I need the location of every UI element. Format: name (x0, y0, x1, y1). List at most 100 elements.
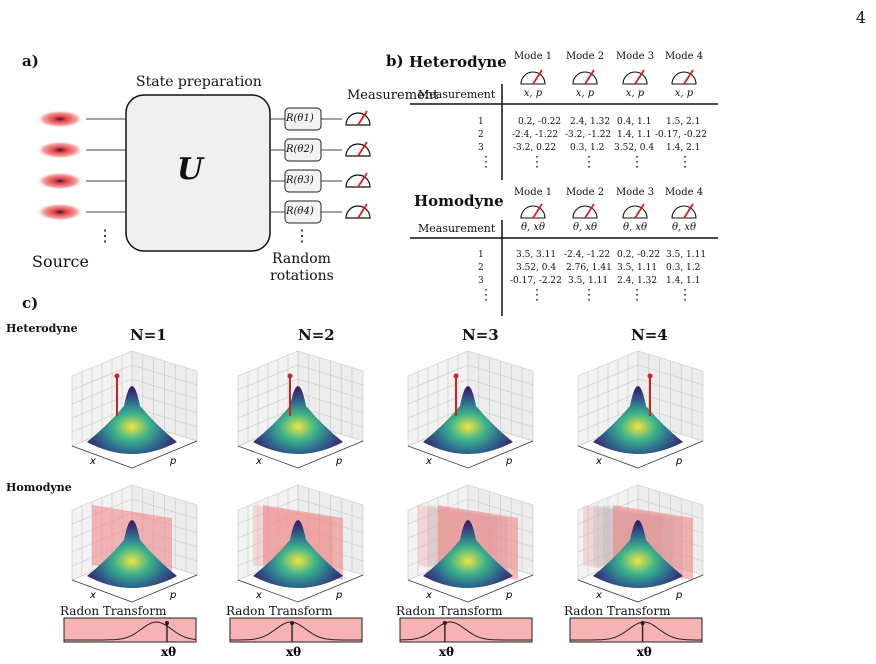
wigner-surface (253, 386, 343, 454)
hom-cell: 3.5, 1.11 (568, 276, 609, 286)
hom-cell: 3.5, 1.11 (617, 263, 658, 273)
het-cell: 0.3, 1.2 (570, 143, 605, 153)
heterodyne-title: Heterodyne (409, 53, 507, 71)
axis-p-label: p (675, 456, 682, 467)
hom-dots: ⋮ (530, 287, 544, 303)
het-meter-icon-4 (671, 71, 697, 85)
hom-cell: 3.52, 0.4 (516, 263, 557, 273)
hom-quad-2: θ, xθ (572, 222, 598, 233)
hom-meter-icon-2 (572, 205, 598, 219)
panel-b-label: b) (386, 52, 404, 70)
het-dots: ⋮ (582, 154, 596, 170)
page-number: 4 (855, 8, 866, 27)
n-label-1: N=1 (130, 326, 167, 344)
het-mode-3: Mode 3 (615, 51, 655, 62)
radon-axis-label: xθ (161, 645, 176, 659)
het-cell: -0.17, -0.22 (655, 130, 707, 140)
wigner-surface (423, 520, 513, 588)
measurement-label-a: Measurement (347, 88, 439, 103)
row-label-homodyne: Homodyne (6, 481, 72, 494)
n-label-2: N=2 (298, 326, 335, 344)
meter-icon-2 (345, 143, 371, 157)
hom-dots: ⋮ (678, 287, 692, 303)
hom-mode-2: Mode 2 (565, 187, 605, 198)
radon-transform-strip-2: xθ (229, 617, 363, 659)
het-row-3-index: 3 (478, 143, 484, 153)
wigner-surface (593, 386, 683, 454)
axis-x-label: x (425, 456, 432, 467)
het-dots: ⋮ (630, 154, 644, 170)
source-pulse-3 (36, 172, 84, 190)
hom-table-lines (410, 220, 718, 316)
source-dots: ⋮ (97, 226, 113, 245)
het-dots: ⋮ (678, 154, 692, 170)
axis-x-label: x (89, 590, 96, 601)
hom-cell: -2.4, -1.22 (564, 250, 611, 260)
axis-p-label: p (505, 456, 512, 467)
radon-transform-strip-4: xθ (569, 617, 703, 659)
source-label: Source (32, 252, 89, 271)
hom-quad-3: θ, xθ (622, 222, 648, 233)
hom-row-3-index: 3 (478, 276, 484, 286)
hom-cell: 0.3, 1.2 (666, 263, 701, 273)
radon-axis-label: xθ (439, 645, 454, 659)
axis-p-label: p (169, 456, 176, 467)
rotation-label-3: R(θ3) (286, 175, 314, 186)
het-cell: -2.4, -1.22 (512, 130, 559, 140)
source-pulse-4 (36, 203, 84, 221)
axis-x-label: x (255, 590, 262, 601)
radon-title-3: Radon Transform (396, 604, 503, 618)
axis-x-label: x (255, 456, 262, 467)
circuit-diagram (36, 94, 371, 252)
radon-axis-label: xθ (637, 645, 652, 659)
wigner-surface (423, 386, 513, 454)
hom-quad-1: θ, xθ (520, 222, 546, 233)
n-label-4: N=4 (631, 326, 668, 344)
axis-x-label: x (595, 456, 602, 467)
wigner-surface (253, 520, 343, 588)
unitary-symbol: U (177, 152, 204, 187)
rotation-box-3 (284, 169, 322, 193)
radon-curve (400, 621, 532, 641)
het-meter-icon-1 (520, 71, 546, 85)
meter-icon-3 (345, 174, 371, 188)
radon-title-4: Radon Transform (564, 604, 671, 618)
axis-x-label: x (89, 456, 96, 467)
hom-meter-icon-3 (622, 205, 648, 219)
meter-icon-1 (345, 112, 371, 126)
het-cell: 3.52, 0.4 (614, 143, 655, 153)
het-mode-2: Mode 2 (565, 51, 605, 62)
source-pulse-2 (36, 141, 84, 159)
row-label-heterodyne: Heterodyne (6, 322, 78, 335)
radon-title-2: Radon Transform (226, 604, 333, 618)
random-rotations-label-2: rotations (270, 268, 334, 284)
n-label-3: N=3 (462, 326, 499, 344)
het-row-2-index: 2 (478, 130, 484, 140)
rotation-label-2: R(θ2) (286, 144, 314, 155)
radon-axis-label: xθ (286, 645, 301, 659)
het-mode-4: Mode 4 (664, 51, 704, 62)
wigner-surface (593, 520, 683, 588)
rotation-dots: ⋮ (294, 226, 310, 245)
hom-dots: ⋮ (582, 287, 596, 303)
het-cell: -3.2, -1.22 (565, 130, 612, 140)
source-pulse-1 (36, 110, 84, 128)
axis-x-label: x (595, 590, 602, 601)
axis-p-label: p (335, 590, 342, 601)
hom-cell: 3.5, 3.11 (516, 250, 557, 260)
hom-cell: 3.5, 1.11 (666, 250, 707, 260)
het-quad-2: x, p (575, 88, 595, 99)
axis-p-label: p (505, 590, 512, 601)
axis-x-label: x (425, 590, 432, 601)
het-table-lines (410, 84, 718, 180)
rotation-label-1: R(θ1) (286, 113, 314, 124)
hom-dots: ⋮ (630, 287, 644, 303)
het-dots: ⋮ (479, 154, 493, 170)
radon-curve (230, 621, 362, 641)
hom-cell: 2.4, 1.32 (617, 276, 658, 286)
het-dots: ⋮ (530, 154, 544, 170)
